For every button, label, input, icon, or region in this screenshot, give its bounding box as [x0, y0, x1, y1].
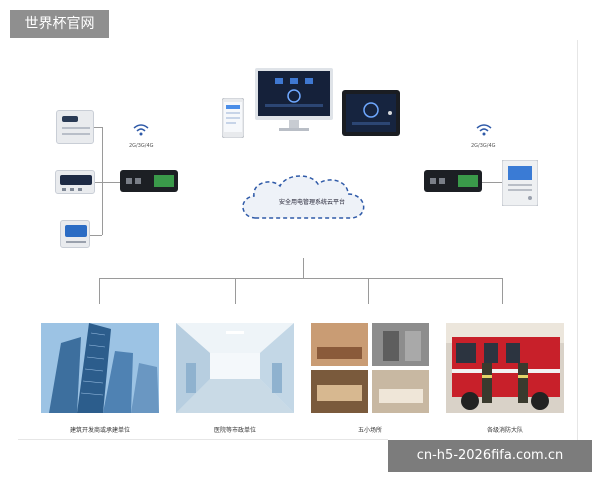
tree-drop-1 [99, 278, 100, 304]
wifi-icon-right [476, 122, 492, 136]
left-bracket-middle [95, 182, 120, 183]
caption-developer: 建筑开发商或承建单位 [69, 427, 130, 434]
tablet-device [342, 90, 400, 136]
left-bracket-bottom [90, 235, 102, 236]
gateway-device-right [424, 170, 482, 192]
url-banner: cn-h5-2026fifa.com.cn [388, 440, 592, 472]
right-gateway-connector [482, 182, 502, 183]
cloud-platform [234, 168, 374, 228]
photo-hospital-corridor [176, 323, 294, 413]
cloud-platform-label: 安全用电管理系统云平台 [278, 199, 345, 206]
watermark-label: 世界杯官网 [10, 10, 109, 38]
caption-small-venues: 五小场所 [357, 427, 382, 434]
gateway-device-left [120, 170, 178, 192]
wifi-icon-left [133, 122, 149, 136]
photo-fire-truck [446, 323, 564, 413]
photo-buildings [41, 323, 159, 413]
phone-device [221, 97, 245, 139]
energy-meter-bottom [60, 220, 90, 248]
tree-drop-4 [502, 278, 503, 304]
tree-drop-3 [368, 278, 369, 304]
monitoring-cabinet [501, 159, 539, 207]
monitor-device [255, 68, 333, 132]
photo-small-venues [311, 323, 429, 413]
network-label-left: 2G/3G/4G [129, 143, 154, 149]
left-bracket-vertical [102, 127, 103, 235]
tree-drop-2 [235, 278, 236, 304]
left-bracket-top [94, 127, 102, 128]
tree-trunk [303, 258, 304, 278]
frame-border-right [577, 40, 578, 440]
energy-meter-middle [55, 170, 95, 194]
caption-hospital: 医院等市政单位 [213, 427, 256, 434]
network-label-right: 2G/3G/4G [471, 143, 496, 149]
energy-meter-top [56, 110, 94, 144]
frame-border-bottom [18, 439, 388, 440]
tree-horizontal [99, 278, 503, 279]
caption-fire-brigade: 各级消防大队 [486, 427, 523, 434]
